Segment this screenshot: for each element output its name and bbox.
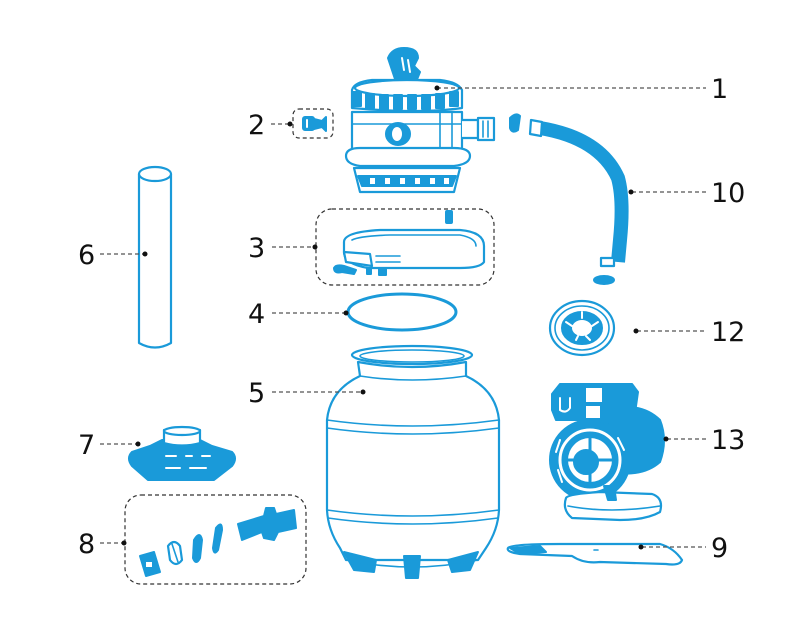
label-part-7: 7	[78, 430, 95, 461]
pump-icon	[549, 383, 665, 522]
laterals-icon	[128, 425, 236, 481]
part-7-laterals	[128, 425, 236, 481]
pipe-icon	[137, 165, 173, 349]
label-part-6: 6	[78, 240, 95, 271]
base-plate-icon	[506, 542, 684, 566]
connector-kit-icon	[139, 507, 297, 577]
part-13-pump	[549, 383, 665, 522]
drain-plug-icon	[302, 116, 327, 132]
part-1-multiport-valve	[344, 47, 521, 194]
label-part-12: 12	[711, 317, 745, 348]
label-part-8: 8	[78, 529, 95, 560]
part-2-drain-plug	[292, 108, 334, 139]
part-6-center-pipe	[137, 165, 173, 349]
multiport-valve-icon	[344, 47, 521, 194]
label-part-2: 2	[248, 110, 265, 141]
clamp-icon	[333, 210, 486, 276]
part-5-tank	[325, 344, 501, 579]
label-part-10: 10	[711, 178, 745, 209]
hose-icon	[528, 118, 629, 285]
part-4-o-ring	[346, 292, 458, 332]
label-part-13: 13	[711, 425, 745, 456]
part-8-connector-kit	[124, 494, 307, 585]
label-part-9: 9	[711, 533, 728, 564]
part-12-strainer	[548, 299, 616, 357]
part-10-hose	[528, 118, 629, 285]
tank-icon	[325, 344, 501, 579]
strainer-icon	[548, 299, 616, 357]
label-part-3: 3	[248, 233, 265, 264]
o-ring-icon	[346, 292, 458, 332]
part-9-base-plate	[506, 542, 684, 566]
label-part-4: 4	[248, 299, 265, 330]
part-labels: 1 2 3 4 5 6 7 8 9 10 12 13	[78, 74, 745, 564]
leader-lines	[100, 85, 706, 550]
label-part-1: 1	[711, 74, 728, 105]
part-3-clamp-kit	[315, 208, 495, 286]
label-part-5: 5	[248, 378, 265, 409]
